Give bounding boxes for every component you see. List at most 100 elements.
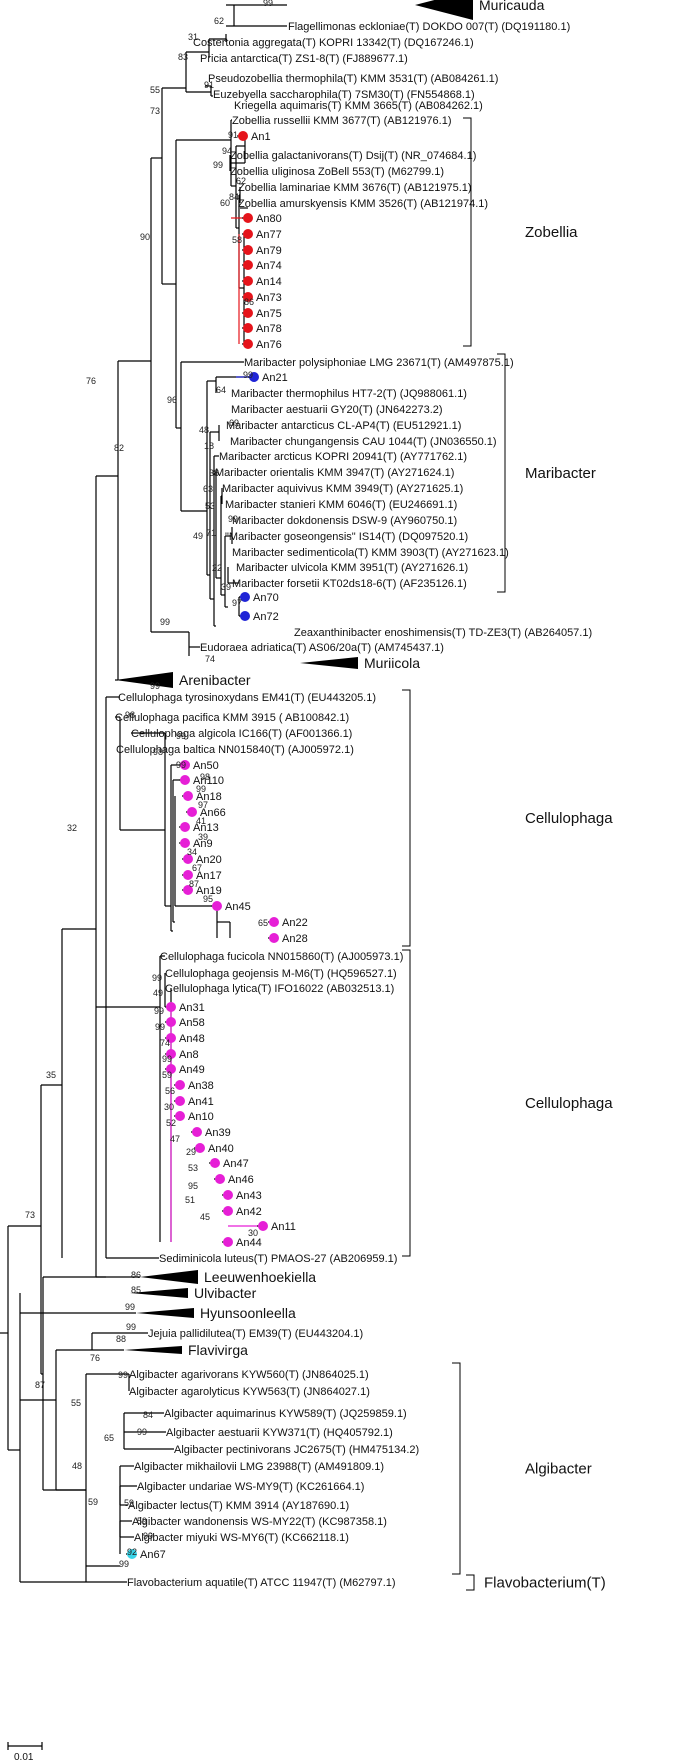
- isolate-dot-icon: [269, 933, 279, 943]
- isolate-label: An43: [236, 1190, 262, 1202]
- bootstrap-value: 60: [220, 198, 230, 208]
- bootstrap-value: 29: [186, 1147, 196, 1157]
- reference-strain-label: Maribacter dokdonensis DSW-9 (AY960750.1…: [232, 515, 457, 527]
- isolate-dot-icon: [243, 229, 253, 239]
- bootstrap-value: 55: [150, 85, 160, 95]
- bootstrap-value: 99: [137, 1427, 147, 1437]
- reference-strain-label: Maribacter polysiphoniae LMG 23671(T) (A…: [244, 357, 514, 369]
- reference-strain-label: Zobellia amurskyensis KMM 3526(T) (AB121…: [238, 198, 488, 210]
- scale-bar-label: 0.01: [14, 1752, 34, 1763]
- isolate-dot-icon: [243, 339, 253, 349]
- isolate-label: An40: [208, 1143, 234, 1155]
- bootstrap-value: 47: [170, 1134, 180, 1144]
- isolate-dot-icon: [243, 213, 253, 223]
- bootstrap-value: 53: [188, 1163, 198, 1173]
- bootstrap-value: 55: [71, 1398, 81, 1408]
- reference-strain-label: Algibacter miyuki WS-MY6(T) (KC662118.1): [134, 1532, 349, 1544]
- bootstrap-value: 38: [209, 468, 219, 478]
- reference-strain-label: Pseudozobellia thermophila(T) KMM 3531(T…: [208, 73, 498, 85]
- bootstrap-value: 83: [178, 52, 188, 62]
- isolate-dot-icon: [180, 822, 190, 832]
- bootstrap-value: 49: [193, 531, 203, 541]
- isolate-label: An42: [236, 1206, 262, 1218]
- clade-bracket: [402, 949, 411, 1257]
- isolate-dot-icon: [243, 292, 253, 302]
- isolate-label: An73: [256, 292, 282, 304]
- isolate-label: An49: [179, 1064, 205, 1076]
- isolate-dot-icon: [243, 260, 253, 270]
- isolate-label: An45: [225, 901, 251, 913]
- isolate-label: An77: [256, 229, 282, 241]
- collapsed-clade-wedge: [415, 0, 473, 20]
- reference-strain-label: Maribacter aestuarii GY20(T) (JN642273.2…: [231, 404, 443, 416]
- clade-name-label: Maribacter: [525, 465, 596, 482]
- reference-strain-label: Maribacter forsetii KT02ds18-6(T) (AF235…: [232, 578, 467, 590]
- isolate-label: An1: [251, 131, 271, 143]
- collapsed-clade-label: Muricauda: [479, 0, 545, 13]
- clade-bracket: [452, 1362, 461, 1575]
- clade-name-label: Algibacter: [525, 1461, 592, 1478]
- bootstrap-value: 98: [153, 747, 163, 757]
- isolate-label: An14: [256, 276, 282, 288]
- reference-strain-label: Maribacter orientalis KMM 3947(T) (AY271…: [215, 467, 454, 479]
- bootstrap-value: 63: [203, 484, 213, 494]
- isolate-dot-icon: [183, 854, 193, 864]
- isolate-dot-icon: [240, 611, 250, 621]
- isolate-dot-icon: [166, 1033, 176, 1043]
- bootstrap-value: 87: [189, 879, 199, 889]
- isolate-label: An80: [256, 213, 282, 225]
- bootstrap-value: 65: [258, 918, 268, 928]
- isolate-label: An67: [140, 1549, 166, 1561]
- collapsed-clades: [115, 0, 473, 1354]
- isolate-dot-icon: [180, 838, 190, 848]
- reference-strain-label: Algibacter mikhailovii LMG 23988(T) (AM4…: [134, 1461, 384, 1473]
- bootstrap-value: 45: [200, 1212, 210, 1222]
- isolate-dot-icon: [210, 1158, 220, 1168]
- bootstrap-value: 65: [104, 1433, 114, 1443]
- bootstrap-value: 98: [200, 772, 210, 782]
- bootstrap-value: 87: [35, 1380, 45, 1390]
- isolate-markers: [127, 131, 279, 1559]
- isolate-dot-icon: [127, 1549, 137, 1559]
- isolate-dot-icon: [175, 1111, 185, 1121]
- reference-strain-label: Flagellimonas eckloniae(T) DOKDO 007(T) …: [288, 21, 570, 33]
- clade-name-label: Zobellia: [525, 224, 578, 241]
- bootstrap-value: 53: [205, 501, 215, 511]
- bootstrap-value: 76: [90, 1353, 100, 1363]
- collapsed-clade-wedge: [115, 672, 173, 688]
- bootstrap-value: 99: [213, 160, 223, 170]
- bootstrap-value: 85: [131, 1285, 141, 1295]
- isolate-dot-icon: [258, 1221, 268, 1231]
- reference-strain-label: Algibacter lectus(T) KMM 3914 (AY187690.…: [128, 1500, 349, 1512]
- bootstrap-value: 92: [127, 1547, 137, 1557]
- collapsed-clade-wedge: [140, 1270, 198, 1284]
- isolate-dot-icon: [175, 1096, 185, 1106]
- bootstrap-value: 90: [140, 232, 150, 242]
- bootstrap-value: 99: [176, 731, 186, 741]
- isolate-label: An48: [179, 1033, 205, 1045]
- isolate-label: An50: [193, 760, 219, 772]
- bootstrap-value: 99: [150, 681, 160, 691]
- reference-strain-label: Maribacter aquivivus KMM 3949(T) (AY2716…: [222, 483, 463, 495]
- isolate-label: An17: [196, 870, 222, 882]
- isolate-label: An74: [256, 260, 282, 272]
- bootstrap-value: 99: [176, 760, 186, 770]
- isolate-dot-icon: [183, 791, 193, 801]
- bootstrap-value: 96: [167, 395, 177, 405]
- isolate-dot-icon: [166, 1002, 176, 1012]
- reference-strain-label: Maribacter stanieri KMM 6046(T) (EU24669…: [225, 499, 457, 511]
- isolate-dot-icon: [166, 1017, 176, 1027]
- isolate-label: An66: [200, 807, 226, 819]
- bootstrap-value: 99: [143, 1531, 153, 1541]
- bootstrap-value: 48: [72, 1461, 82, 1471]
- reference-strain-label: Algibacter agarolyticus KYW563(T) (JN864…: [129, 1386, 370, 1398]
- reference-strain-label: Maribacter ulvicola KMM 3951(T) (AY27162…: [236, 562, 468, 574]
- isolate-label: An9: [193, 838, 213, 850]
- reference-strain-label: Algibacter agarivorans KYW560(T) (JN8640…: [129, 1369, 369, 1381]
- isolate-label: An31: [179, 1002, 205, 1014]
- bootstrap-value: 76: [86, 376, 96, 386]
- collapsed-clade-label: Muriicola: [364, 655, 420, 671]
- reference-strain-label: Cellulophaga baltica NN015840(T) (AJ0059…: [116, 744, 354, 756]
- bootstrap-value: 59: [88, 1497, 98, 1507]
- isolate-dot-icon: [192, 1127, 202, 1137]
